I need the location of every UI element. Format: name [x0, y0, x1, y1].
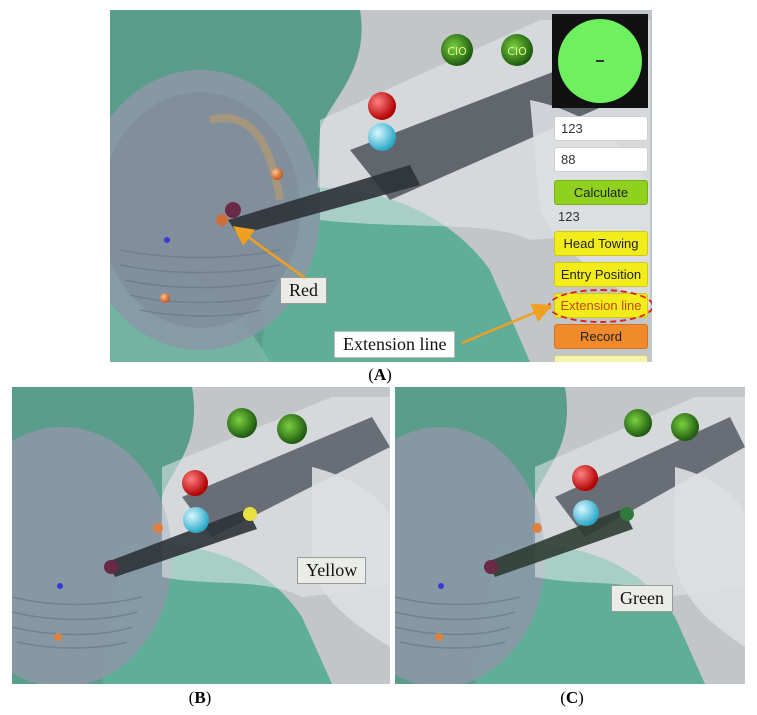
calculate-button[interactable]: Calculate — [554, 180, 648, 205]
callout-extension-line: Extension line — [334, 331, 456, 358]
panel-a-image: CIO CIO 123 88 Calculate 123 Head Towing… — [110, 10, 652, 362]
tracking-dot — [596, 60, 604, 62]
next-button-partial[interactable] — [554, 355, 648, 362]
callout-green: Green — [611, 585, 673, 612]
marker-label-1: CIO — [447, 45, 467, 58]
panel-b-image: Yellow — [12, 387, 390, 684]
callout-yellow: Yellow — [297, 557, 367, 584]
tracking-preview-screen — [552, 14, 648, 108]
hololens-ui-panel: 123 88 Calculate 123 Head Towing Entry P… — [546, 10, 652, 362]
marker-label-2: CIO — [507, 45, 527, 58]
record-button[interactable]: Record — [554, 324, 648, 349]
head-towing-button[interactable]: Head Towing — [554, 231, 648, 256]
caption-c: (C) — [560, 688, 584, 707]
panel-b-scene — [12, 387, 390, 684]
input-field-2[interactable]: 88 — [554, 147, 648, 172]
input-field-1[interactable]: 123 — [554, 116, 648, 141]
extension-line-highlight — [548, 289, 652, 323]
calculate-result: 123 — [558, 209, 580, 224]
panel-c-scene — [395, 387, 745, 684]
panel-c-image: Green — [395, 387, 745, 684]
callout-red: Red — [280, 277, 327, 304]
caption-b: (B) — [188, 688, 212, 707]
entry-position-button[interactable]: Entry Position — [554, 262, 648, 287]
caption-a: (A) — [368, 365, 392, 384]
